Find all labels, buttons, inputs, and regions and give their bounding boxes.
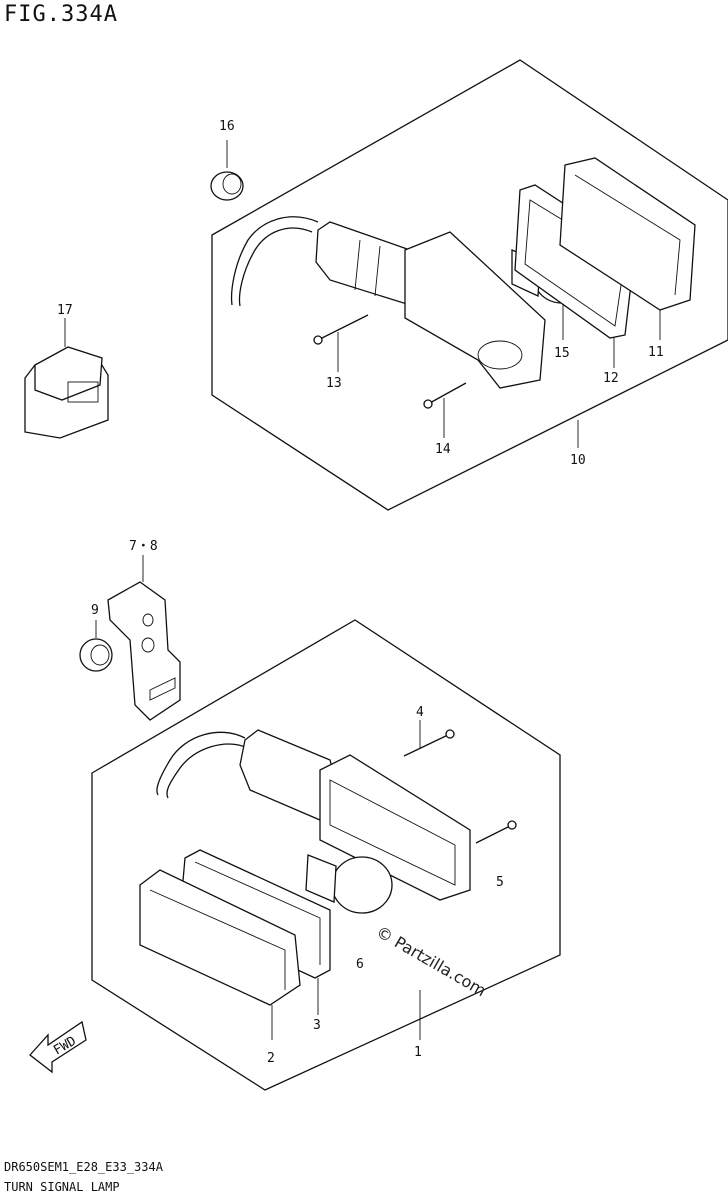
callout-17[interactable]: 17: [57, 303, 73, 318]
callout-11[interactable]: 11: [648, 345, 664, 360]
screw-5[interactable]: [475, 820, 517, 844]
lower-assembly-frame: [91, 619, 561, 1091]
callout-7-8[interactable]: 7・8: [129, 539, 158, 554]
grommet-16[interactable]: [210, 140, 244, 201]
fwd-arrow-badge: FWD: [29, 1020, 87, 1074]
callout-15[interactable]: 15: [554, 346, 570, 361]
callout-2[interactable]: 2: [267, 1051, 275, 1066]
upper-assembly-frame: [211, 59, 728, 511]
callout-10[interactable]: 10: [570, 453, 586, 468]
lens-11[interactable]: [559, 157, 696, 340]
callout-4[interactable]: 4: [416, 705, 424, 720]
callout-5[interactable]: 5: [496, 875, 504, 890]
callout-1[interactable]: 1: [414, 1045, 422, 1060]
callout-13[interactable]: 13: [326, 376, 342, 391]
diagram-code: DR650SEM1_E28_E33_334A: [4, 1160, 163, 1174]
gasket-12[interactable]: [514, 184, 636, 368]
callout-16[interactable]: 16: [219, 119, 235, 134]
relay-17[interactable]: [24, 318, 109, 439]
callout-9[interactable]: 9: [91, 603, 99, 618]
lower-lamp-housing[interactable]: [239, 729, 471, 901]
figure-title: FIG.334A: [4, 2, 118, 27]
screw-14[interactable]: [423, 382, 467, 438]
lens-2[interactable]: [139, 869, 301, 1040]
callout-6[interactable]: 6: [356, 957, 364, 972]
bulb-6[interactable]: [305, 854, 393, 914]
screw-13[interactable]: [313, 314, 369, 372]
upper-lamp-housing[interactable]: [315, 221, 546, 389]
lower-wire: [156, 731, 246, 796]
diagram-name: TURN SIGNAL LAMP: [4, 1180, 120, 1194]
upper-wire: [230, 216, 319, 306]
screw-4[interactable]: [403, 720, 455, 757]
callout-3[interactable]: 3: [313, 1018, 321, 1033]
grommet-9[interactable]: [79, 620, 113, 672]
callout-12[interactable]: 12: [603, 371, 619, 386]
bracket-7-8[interactable]: [107, 555, 181, 721]
partzilla-watermark: © Partzilla.com: [373, 922, 489, 1000]
callout-14[interactable]: 14: [435, 442, 451, 457]
